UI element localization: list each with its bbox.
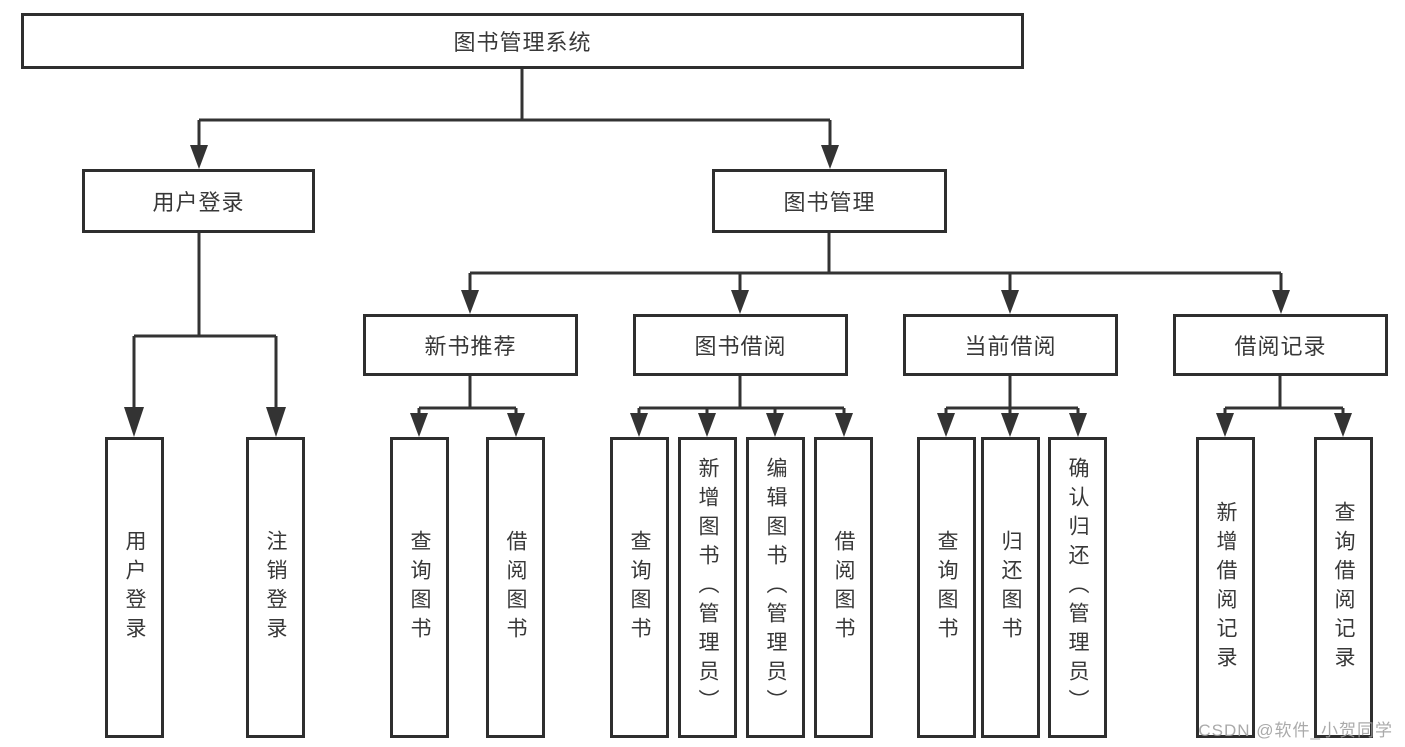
leaf-label: 新增图书（管理员） — [696, 457, 719, 718]
leaf-add-borrow-record: 新增借阅记录 — [1196, 437, 1255, 738]
node-label: 图书管理 — [783, 190, 876, 215]
leaf-label: 归还图书 — [999, 529, 1022, 646]
node-user-login: 用户登录 — [82, 169, 315, 233]
node-new-book-recommend: 新书推荐 — [363, 314, 578, 376]
leaf-label: 查询借阅记录 — [1332, 500, 1355, 675]
leaf-confirm-return-admin: 确认归还（管理员） — [1048, 437, 1107, 738]
node-borrowing-records: 借阅记录 — [1173, 314, 1388, 376]
node-label: 图书借阅 — [694, 334, 787, 359]
leaf-label: 用户登录 — [123, 529, 146, 646]
leaf-label: 查询图书 — [935, 529, 958, 646]
leaf-user-login: 用户登录 — [105, 437, 164, 738]
leaf-return-books: 归还图书 — [981, 437, 1040, 738]
node-label: 用户登录 — [152, 190, 245, 215]
node-book-borrowing: 图书借阅 — [633, 314, 848, 376]
leaf-label: 确认归还（管理员） — [1066, 457, 1089, 718]
leaf-borrow-books: 借阅图书 — [486, 437, 545, 738]
leaf-edit-books-admin: 编辑图书（管理员） — [746, 437, 805, 738]
csdn-watermark: CSDN @软件_小贺同学 — [1198, 721, 1393, 740]
node-label: 借阅记录 — [1234, 334, 1327, 359]
leaf-query-books: 查询图书 — [917, 437, 976, 738]
node-current-borrowing: 当前借阅 — [903, 314, 1118, 376]
leaf-label: 新增借阅记录 — [1214, 500, 1237, 675]
node-label: 图书管理系统 — [453, 30, 592, 55]
leaf-label: 借阅图书 — [504, 529, 527, 646]
leaf-query-books: 查询图书 — [390, 437, 449, 738]
leaf-query-books: 查询图书 — [610, 437, 669, 738]
leaf-logout: 注销登录 — [246, 437, 305, 738]
arrowheads — [124, 145, 1352, 437]
leaf-label: 注销登录 — [264, 529, 287, 646]
node-book-management: 图书管理 — [712, 169, 947, 233]
node-label: 当前借阅 — [964, 334, 1057, 359]
node-book-management-system: 图书管理系统 — [21, 13, 1024, 69]
leaf-borrow-books: 借阅图书 — [814, 437, 873, 738]
leaf-label: 查询图书 — [628, 529, 651, 646]
leaf-query-borrow-record: 查询借阅记录 — [1314, 437, 1373, 738]
leaf-label: 查询图书 — [408, 529, 431, 646]
node-label: 新书推荐 — [424, 334, 517, 359]
leaf-label: 借阅图书 — [832, 529, 855, 646]
leaf-label: 编辑图书（管理员） — [764, 457, 787, 718]
leaf-add-books-admin: 新增图书（管理员） — [678, 437, 737, 738]
